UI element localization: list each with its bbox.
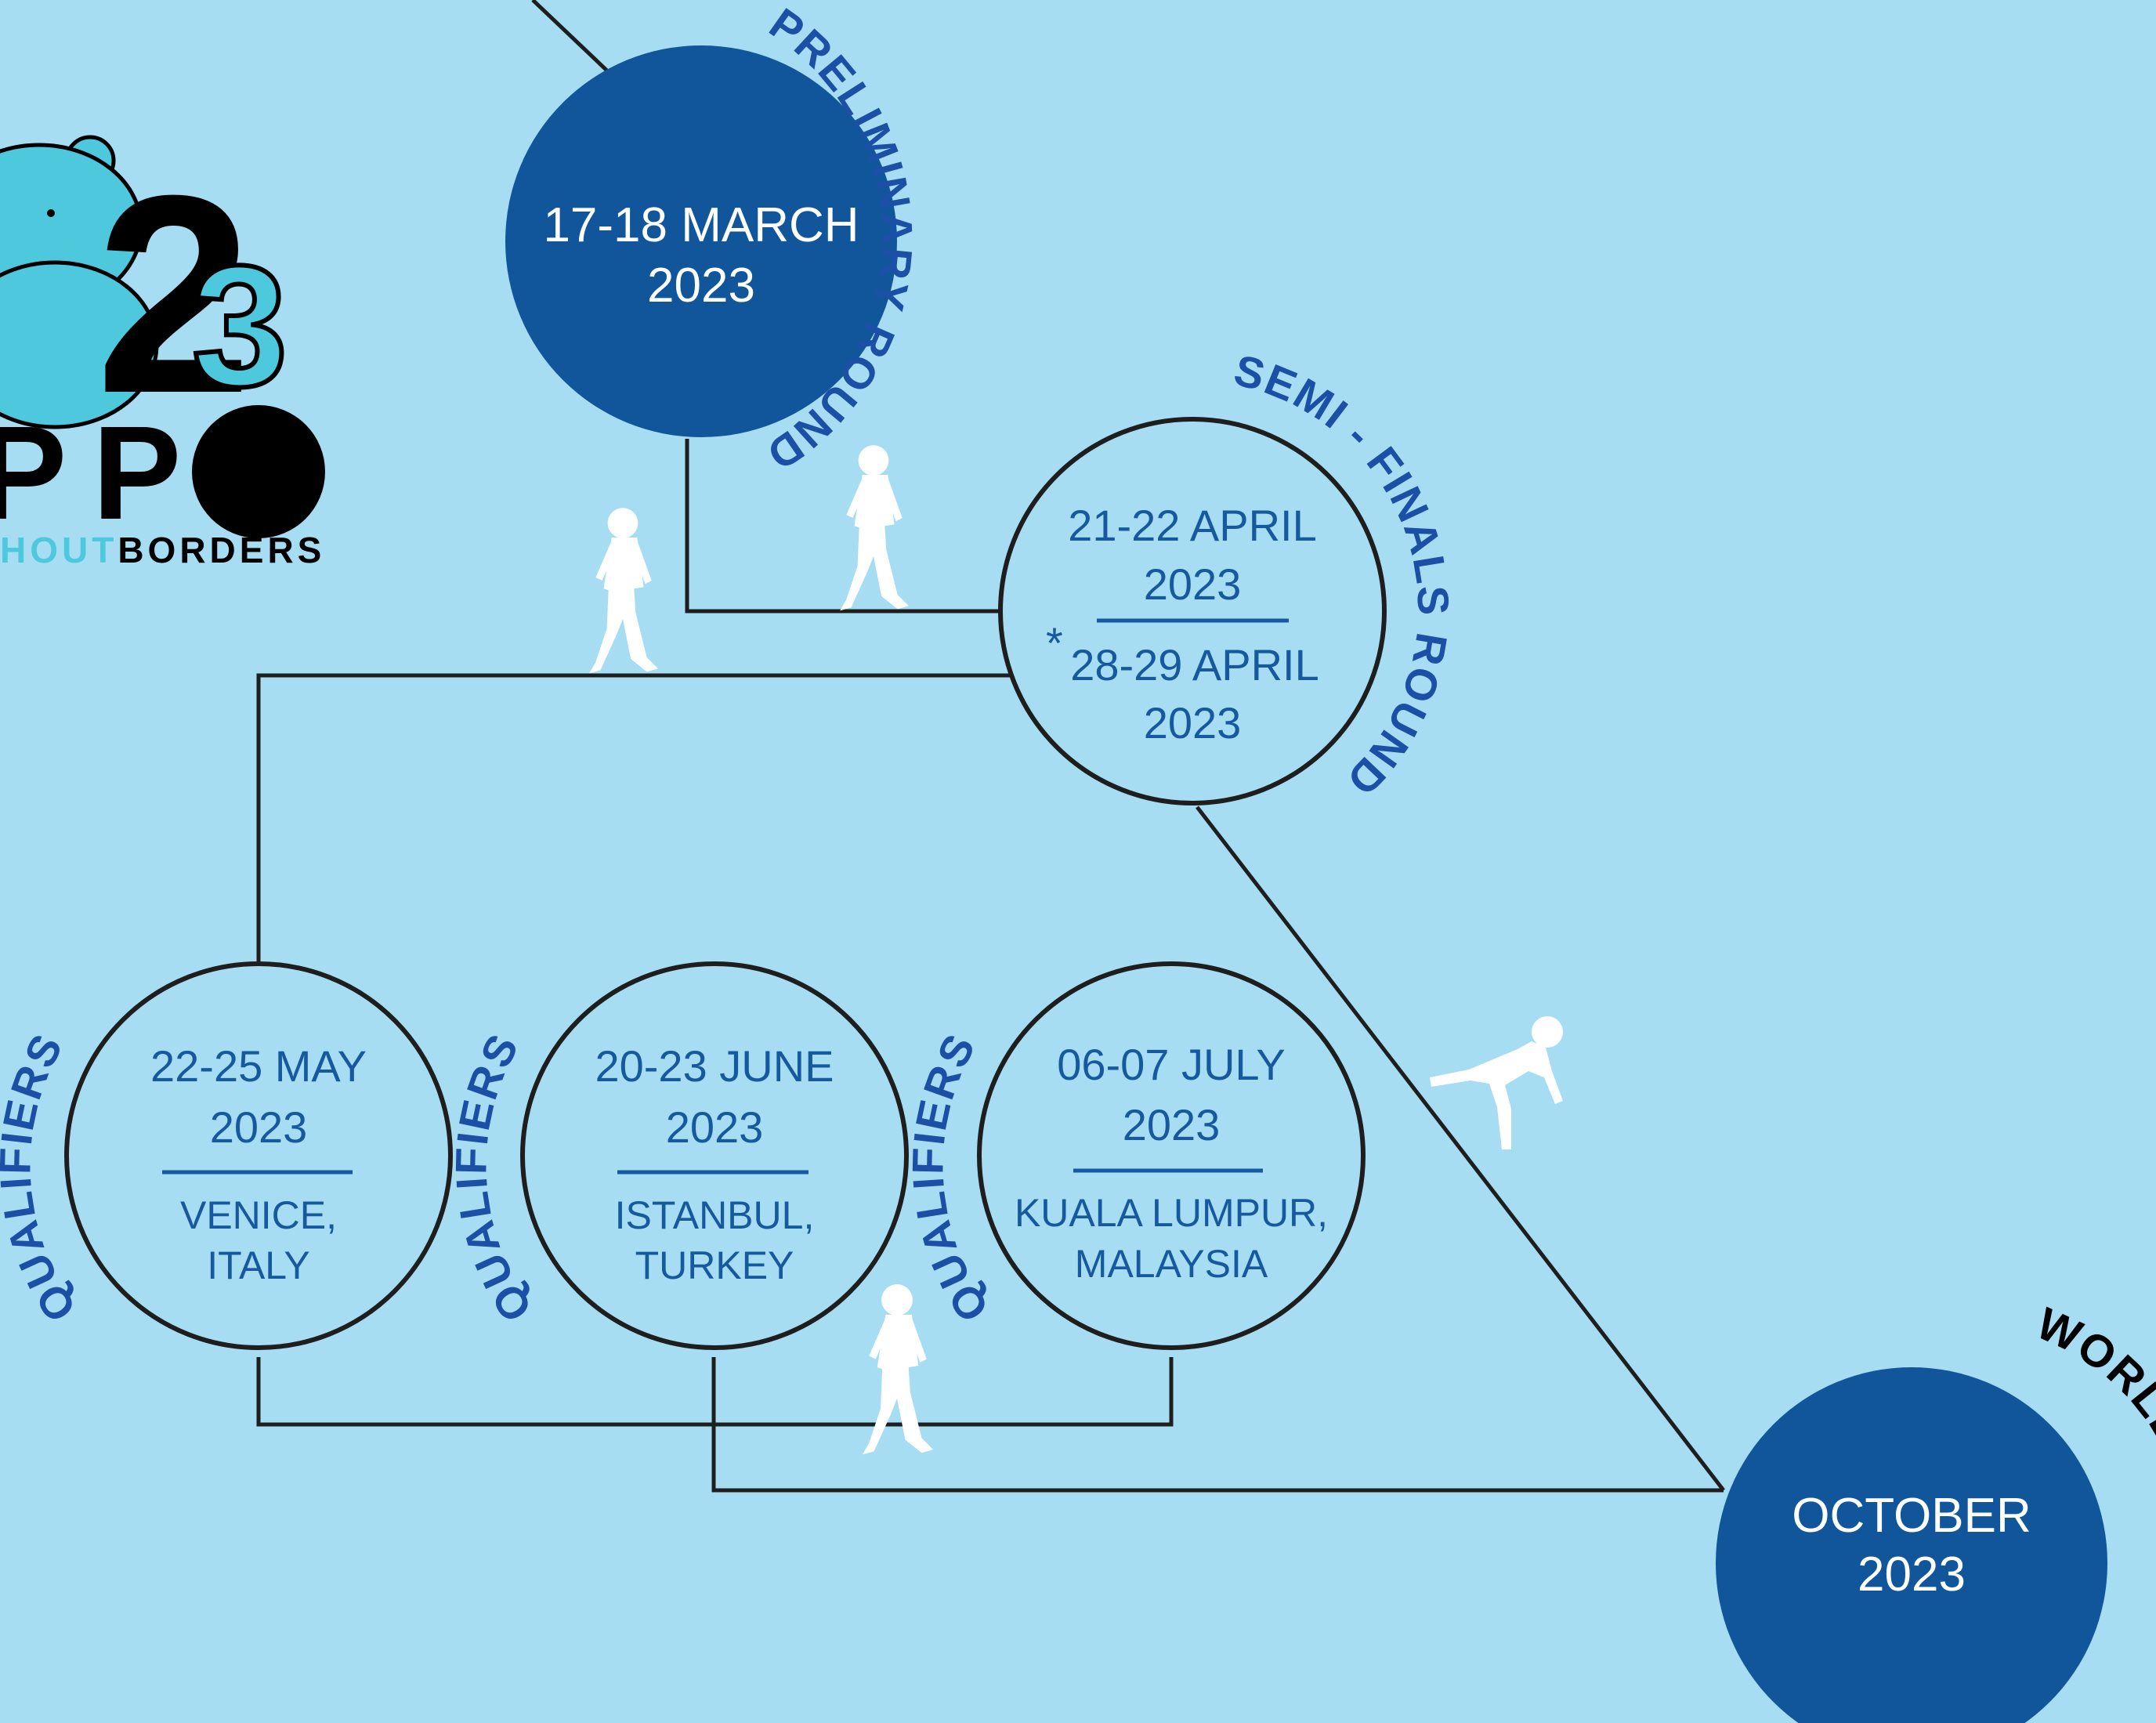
qualifiers-label: QUALIFIERS [0,1025,85,1330]
logo-dot [192,405,325,538]
semi-finals-round-label: SEMI - FINALS ROUND [1229,345,1458,806]
semi-finals-alt-year: 2023 [1144,698,1242,747]
qualifier-country: TURKEY [635,1243,794,1287]
world-finals-year: 2023 [1858,1547,1966,1602]
connector-lines [256,0,1725,1493]
semi-finals-date-circle [998,417,1387,805]
qualifiers-label: QUALIFIERS [903,1025,998,1330]
qualifier-circle [520,961,909,1350]
world-finals: OCTOBER 2023 WORLD FINALS [1716,1298,2156,1723]
leaping-walker-icon [1430,1016,1563,1149]
preliminary-date-circle [505,45,897,437]
qualifier-kuala-lumpur: 06-07 JULY 2023 KUALA LUMPUR, MALAYSIA Q… [903,961,1366,1350]
semi-finals-year: 2023 [1144,559,1242,609]
qualifier-location: KUALA LUMPUR, [1015,1191,1328,1235]
preliminary-round: 17-18 MARCH 2023 PRELIMINARY ROUND [505,0,921,481]
semi-finals-round: 21-22 APRIL 2023 * 28-29 APRIL 2023 SEMI… [998,345,1458,806]
logo-digit-two: 2 [96,137,252,452]
logo-mascot-eye [47,209,55,217]
preliminary-year: 2023 [647,259,755,313]
logo-letter-p: P [0,399,67,548]
walker-icon [840,445,909,611]
qualifier-country: ITALY [207,1243,310,1287]
event-logo: 2 3 P P HOUTBORDERS [0,135,325,570]
qualifier-year: 2023 [1123,1100,1221,1149]
qualifier-country: MALAYSIA [1075,1242,1268,1286]
qualifiers-label: QUALIFIERS [446,1025,541,1330]
qualifier-year: 2023 [210,1102,308,1152]
walker-icon [862,1284,934,1455]
logo-tagline: HOUTBORDERS [0,530,325,570]
logo-mascot-body [0,260,159,429]
qualifier-location: ISTANBUL, [615,1193,815,1237]
semi-finals-alt-date: 28-29 APRIL [1070,640,1319,690]
walker-figures [589,445,1563,1455]
qualifier-venice: 22-25 MAY 2023 VENICE, ITALY QUALIFIERS [0,961,453,1350]
logo-letter-p: P [92,399,181,548]
qualifier-circle [977,961,1366,1350]
semi-finals-alt-marker: * [1046,618,1063,668]
world-finals-date-circle [1716,1367,2107,1723]
qualifier-date: 22-25 MAY [150,1041,367,1091]
qualifier-date: 06-07 JULY [1057,1040,1286,1089]
qualifier-year: 2023 [666,1102,764,1152]
logo-digit-three: 3 [192,230,288,422]
qualifier-date: 20-23 JUNE [595,1041,834,1091]
semi-finals-date: 21-22 APRIL [1068,501,1317,550]
world-finals-date: OCTOBER [1792,1489,2031,1543]
qualifier-circle [64,961,453,1350]
walker-icon [589,508,658,674]
preliminary-date: 17-18 MARCH [543,198,859,252]
qualifier-location: VENICE, [180,1193,337,1237]
qualifier-istanbul: 20-23 JUNE 2023 ISTANBUL, TURKEY QUALIFI… [446,961,909,1350]
